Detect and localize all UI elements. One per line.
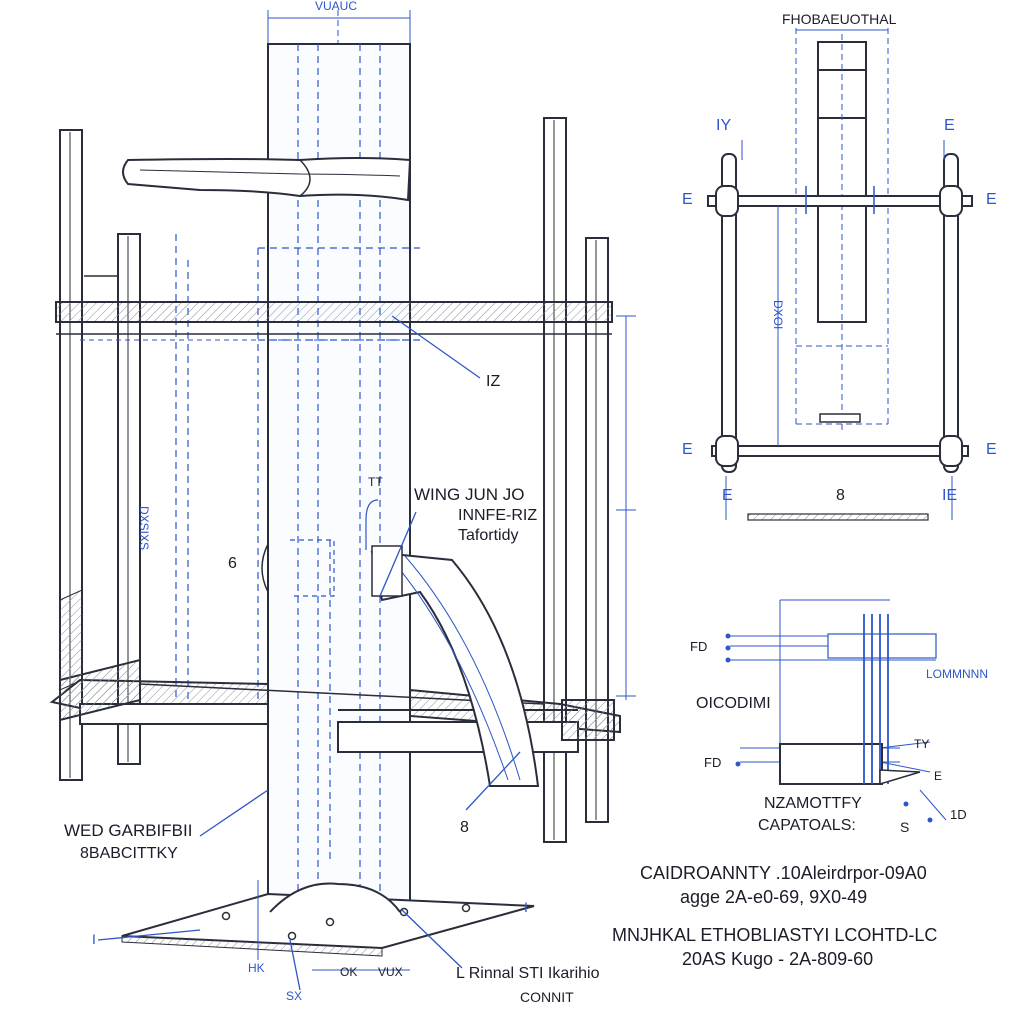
handle-lever (122, 157, 412, 202)
left-six-label: 6 (228, 555, 237, 572)
detail-nz-label: NZAMOTTFY (764, 795, 862, 812)
side-lower-bar (711, 445, 969, 457)
dim-bottom-left: HK (248, 961, 265, 975)
side-vertical-dim: DXOI (771, 300, 785, 330)
side-low-right: E (986, 441, 997, 458)
main-view (49, 10, 636, 991)
side-center-label: 8 (836, 487, 845, 504)
side-view (707, 28, 973, 521)
spec-line-2: agge 2A-e0-69, 9X0-49 (680, 887, 868, 907)
side-mid-right: E (986, 191, 997, 208)
spec-line-3: MNJHKAL ETHOBLIASTYI LCOHTD-LC (612, 925, 938, 945)
side-mid-left: E (682, 191, 693, 208)
detail-plate-top (827, 633, 937, 659)
base-i-left: I (92, 931, 96, 947)
detail-fd-bottom: FD (704, 755, 722, 770)
side-base-right: IE (942, 487, 958, 504)
side-view-title: FHOBAEUOTHAL (782, 11, 897, 27)
detail-cap-label: CAPATOALS: (758, 817, 856, 834)
detail-s-label: S (900, 819, 910, 835)
detail-tag-e: E (934, 769, 943, 783)
wing-tag: TT (368, 475, 383, 489)
right-inner-post (585, 237, 609, 823)
base-dome (269, 882, 401, 913)
detail-label-right: LOMMNNN (926, 667, 988, 681)
detail-tag-ty: TY (914, 737, 930, 751)
dim-bottom-small: SX (286, 989, 303, 1003)
side-corner-tr: E (944, 117, 955, 134)
wing-title: WING JUN JO (414, 485, 525, 504)
lower-crossbeam-front (337, 721, 579, 753)
wing-line-3: Tafortidy (458, 527, 519, 544)
left-inner-post (117, 233, 141, 765)
upper-crossbeam (55, 301, 613, 323)
detail-fd-top: FD (690, 639, 708, 654)
right-outer-post (543, 117, 567, 843)
dim-vux: VUX (378, 965, 403, 979)
side-right-post (943, 153, 959, 473)
side-left-post (721, 153, 737, 473)
detail-tag-1d: 1D (950, 807, 967, 822)
elbow-outlet (370, 550, 540, 787)
base-note-1: L Rinnal STI Ikarihio (456, 965, 600, 982)
right-bracket (561, 699, 615, 741)
callout-z-label: IZ (486, 373, 501, 390)
spec-line-4: 20AS Kugo - 2A-809-60 (682, 949, 874, 969)
side-base-left: E (722, 487, 733, 504)
dim-ok: OK (340, 965, 358, 979)
weld-label-2: 8BABCITTKY (80, 845, 178, 862)
side-low-left: E (682, 441, 693, 458)
side-corner-tl: IY (716, 117, 732, 134)
top-dimension-label: VUAUC (315, 0, 358, 13)
spec-line-1: CAIDROANNTY .10Aleirdrpor-09A0 (640, 863, 927, 883)
callout-8-label: 8 (460, 819, 469, 836)
weld-label-1: WED GARBIFBII (64, 821, 193, 840)
vertical-dimension-label: DXSIXS (137, 506, 151, 551)
base-i-right: I (524, 899, 528, 915)
detail-block (779, 743, 883, 785)
side-upper-bar (707, 195, 973, 207)
detail-view (725, 599, 947, 823)
wing-line-2: INNFE-RIZ (458, 507, 538, 524)
side-base-bar (747, 513, 929, 521)
detail-label-left: OICODIMI (696, 695, 771, 712)
base-note-2: CONNIT (520, 989, 574, 1005)
anchor-bolts (221, 903, 471, 941)
